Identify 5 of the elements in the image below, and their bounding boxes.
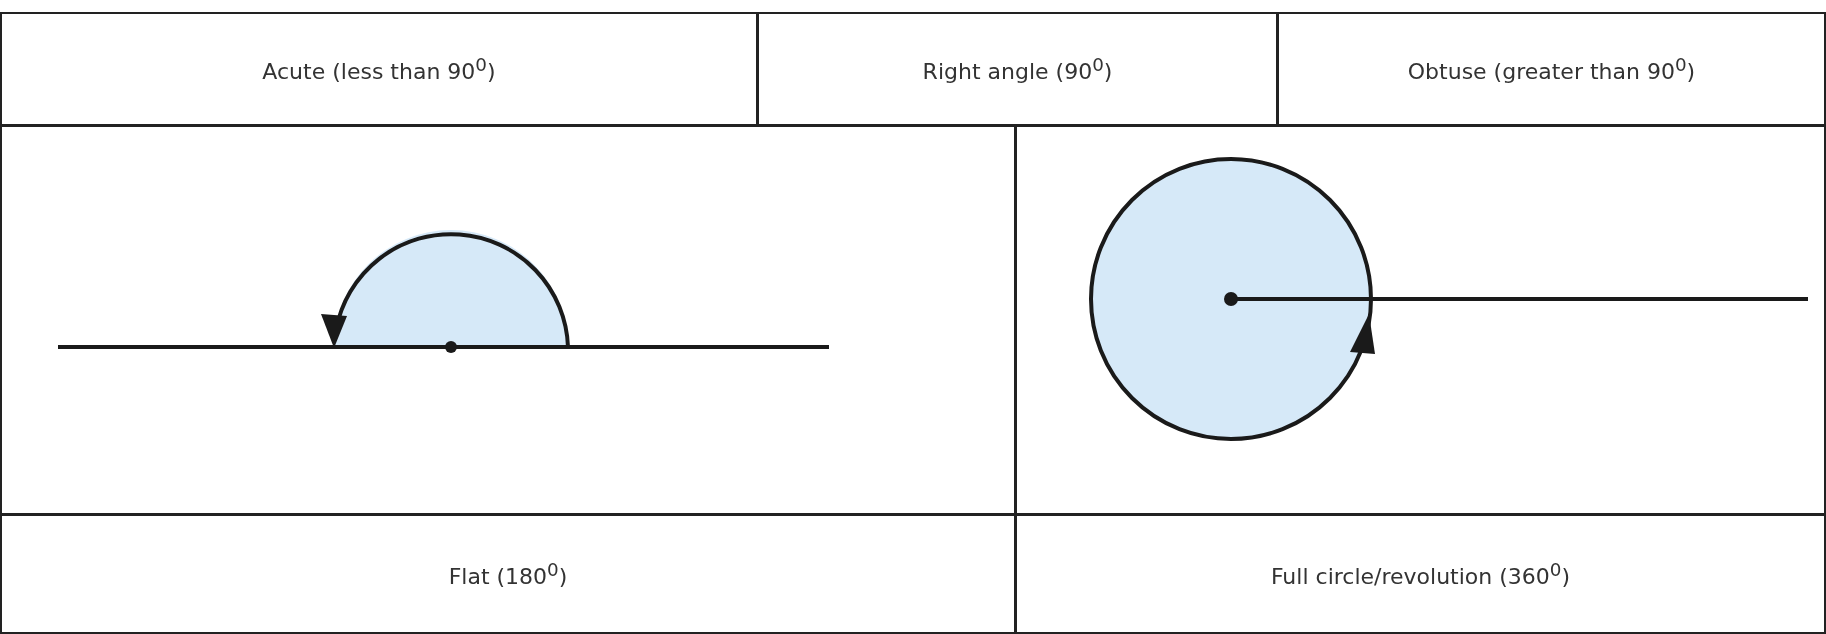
angle-label: Flat (180$^{0}$)	[448, 558, 568, 590]
angle-label: Obtuse (greater than 90$^{0}$)	[1407, 53, 1696, 85]
angle-label: Acute (less than 90$^{0}$)	[262, 53, 496, 85]
angle-label: Full circle/revolution (360$^{0}$)	[1270, 558, 1571, 590]
angle-label: Right angle (90$^{0}$)	[922, 53, 1113, 85]
